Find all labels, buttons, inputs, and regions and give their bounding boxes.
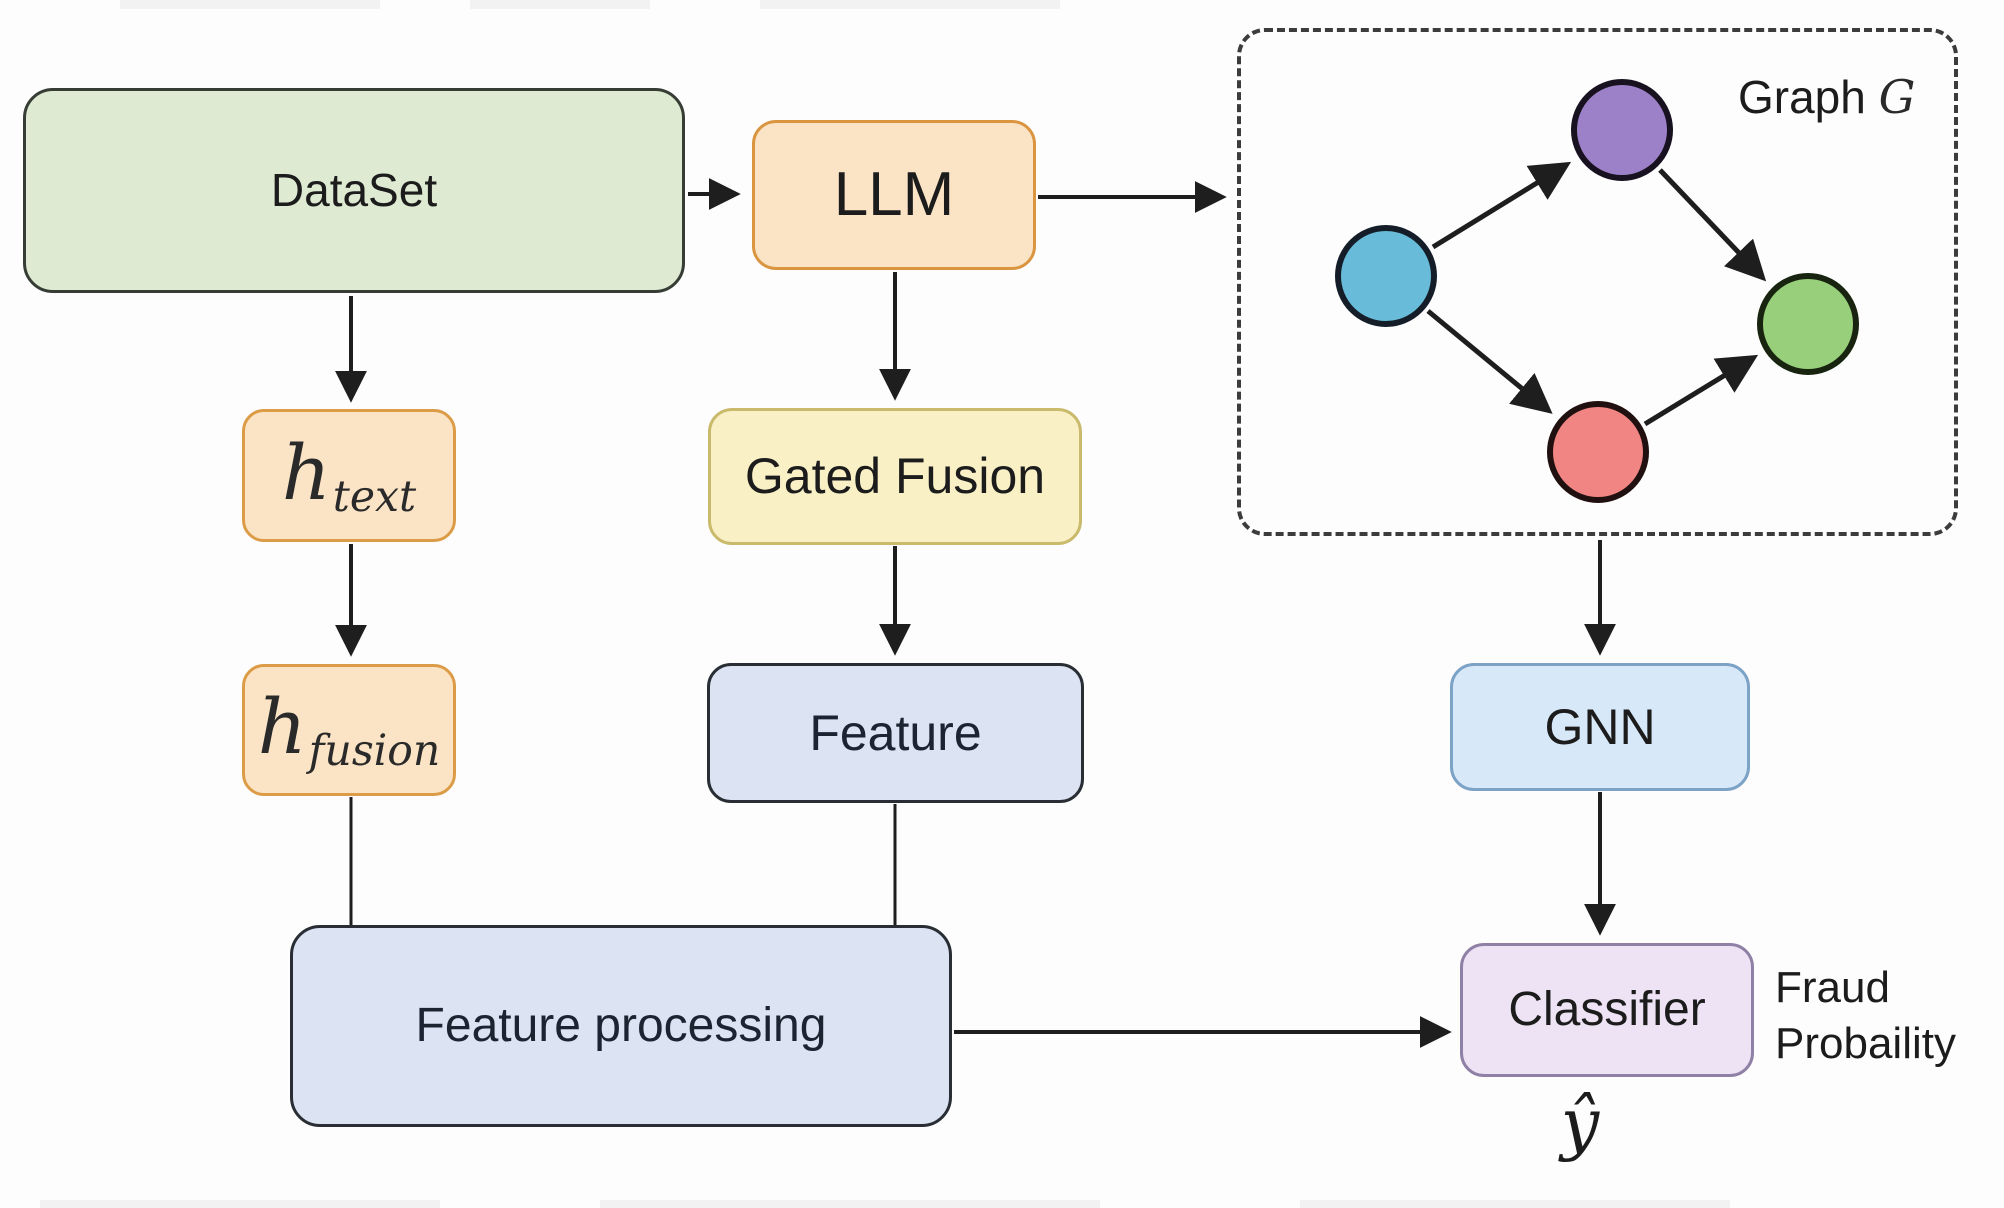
feature-label: Feature xyxy=(809,704,982,761)
h-fusion-subscript: fusion xyxy=(308,726,441,777)
h-text-subscript: text xyxy=(332,471,417,522)
scan-artifact xyxy=(470,0,650,9)
graph-panel-title: Graph G xyxy=(1738,70,1938,124)
scan-artifact xyxy=(120,0,380,9)
graph-blue-node xyxy=(1335,225,1437,327)
graph-green-node xyxy=(1757,273,1859,375)
classifier-box: Classifier xyxy=(1460,943,1754,1077)
h-fusion-box: hfusion xyxy=(242,664,456,796)
graph-purple-node xyxy=(1571,79,1673,181)
llm-label: LLM xyxy=(833,159,955,229)
h-text-label: htext xyxy=(281,427,417,522)
scan-artifact xyxy=(40,1200,440,1208)
gnn-box: GNN xyxy=(1450,663,1750,791)
scan-artifact xyxy=(600,1200,1100,1208)
feature-processing-box: Feature processing xyxy=(290,925,952,1127)
llm-box: LLM xyxy=(752,120,1036,270)
graph-panel-title-text: Graph xyxy=(1738,71,1879,123)
dataset-box: DataSet xyxy=(23,88,685,293)
h-text-box: htext xyxy=(242,409,456,542)
dataset-label: DataSet xyxy=(270,164,438,217)
edge-blue-to-purple xyxy=(1431,161,1572,250)
gnn-label: GNN xyxy=(1544,698,1656,755)
feature-box: Feature xyxy=(707,663,1084,803)
feature-processing-label: Feature processing xyxy=(415,998,827,1052)
classifier-label: Classifier xyxy=(1508,982,1706,1036)
edge-blue-to-red xyxy=(1426,309,1553,414)
fraud-probability-line2: Probaility xyxy=(1775,1019,1956,1069)
scan-artifact xyxy=(760,0,1060,9)
edge-red-to-green xyxy=(1643,354,1759,427)
graph-symbol: G xyxy=(1878,70,1916,124)
h-fusion-label: hfusion xyxy=(257,682,441,777)
prediction-symbol: ŷ xyxy=(1560,1085,1600,1164)
fraud-probability-line1: Fraud xyxy=(1775,963,1890,1012)
graph-panel xyxy=(1237,28,1958,536)
gated-fusion-label: Gated Fusion xyxy=(744,448,1046,504)
scan-artifact xyxy=(1300,1200,1730,1208)
graph-red-node xyxy=(1547,401,1649,503)
fraud-probability-label: Fraud Probaility xyxy=(1775,960,2000,1073)
gated-fusion-box: Gated Fusion xyxy=(708,408,1082,545)
edge-purple-to-green xyxy=(1658,168,1767,282)
